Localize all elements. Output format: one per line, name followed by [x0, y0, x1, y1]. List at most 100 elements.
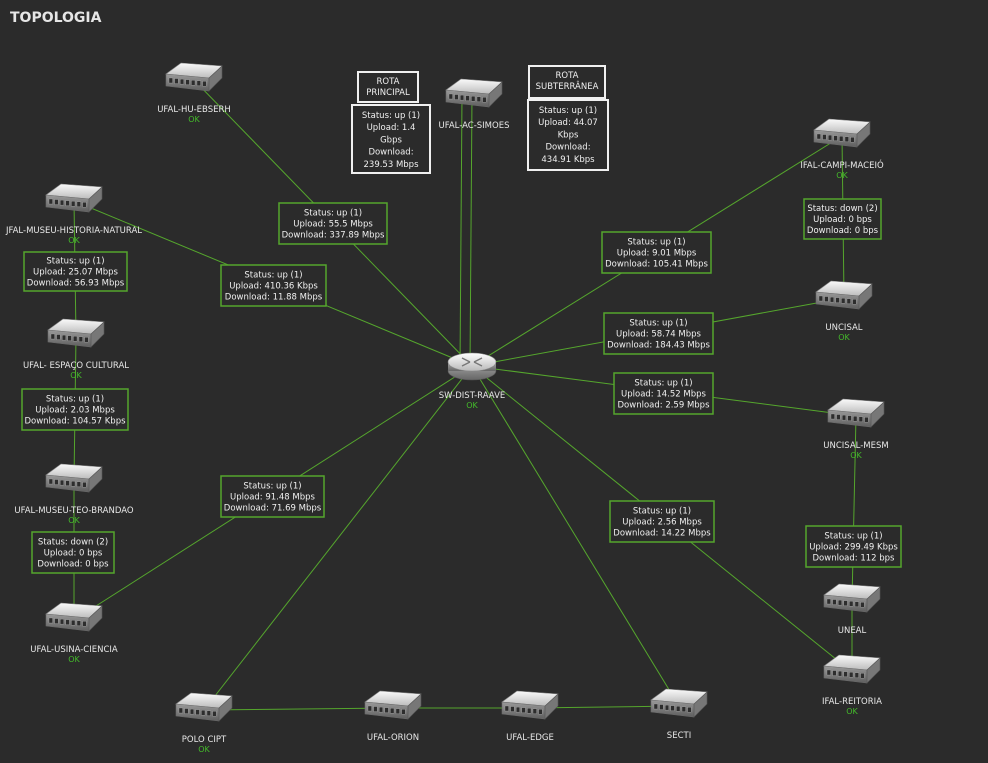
switch-node[interactable]: UNEAL	[823, 583, 881, 636]
link-stats-box[interactable]: Status: up (1)Upload: 299.49 KbpsDownloa…	[805, 525, 902, 568]
switch-port	[510, 706, 515, 712]
link-stats-frame	[23, 251, 128, 292]
link-status-text: Status: up (1)	[46, 394, 104, 404]
route-title-frame	[528, 65, 606, 99]
switch-node[interactable]: UFAL-AC-SIMOES	[439, 78, 510, 131]
switch-port	[832, 599, 837, 605]
switch-port	[687, 707, 692, 713]
switch-node[interactable]: UFAL-ORION	[364, 690, 422, 743]
link-line-l_acsimoes_a	[459, 95, 463, 367]
switch-port	[844, 136, 849, 142]
switch-port	[84, 337, 89, 343]
link-stats-box[interactable]: Status: up (1)Upload: 2.56 MbpsDownload:…	[609, 500, 715, 543]
link-upload-text: Upload: 2.56 Mbps	[622, 518, 702, 528]
switch-port	[471, 96, 476, 102]
link-stats-box[interactable]: Status: up (1)Upload: 58.74 MbpsDownload…	[603, 312, 714, 355]
switch-port	[390, 708, 395, 714]
node-label: IFAL-CAMPI-MACEIÓ	[800, 159, 884, 171]
switch-port	[48, 478, 53, 485]
link-stats-frame	[609, 500, 715, 543]
route-title: SUBTERRÂNEA	[536, 80, 599, 92]
node-status: OK	[68, 236, 80, 245]
switch-side	[90, 321, 105, 348]
switch-port	[67, 335, 72, 341]
link-stats-box[interactable]: Status: up (1)Upload: 14.52 MbpsDownload…	[613, 372, 714, 415]
switch-port	[178, 707, 183, 714]
link-download-text: Download: 337.89 Mbps	[282, 231, 385, 241]
switch-port	[48, 617, 53, 624]
switch-port	[681, 706, 686, 712]
switch-port	[676, 706, 681, 712]
switch-port	[858, 416, 863, 422]
link-stats-box[interactable]: Status: up (1)Upload: 410.36 KbpsDownloa…	[220, 264, 327, 307]
switch-port	[60, 618, 64, 625]
node-status: OK	[68, 655, 80, 664]
switch-port	[191, 80, 196, 86]
switch-port	[849, 601, 854, 607]
switch-port	[653, 703, 658, 710]
switch-port	[842, 414, 846, 421]
route-title: PRINCIPAL	[366, 88, 410, 98]
switch-side	[856, 121, 871, 148]
node-label: UFAL- ESPAÇO CULTURAL	[23, 361, 129, 371]
link-status-text: Status: up (1)	[243, 481, 301, 491]
link-status-text: Status: up (1)	[824, 531, 882, 541]
switch-icon	[445, 78, 503, 108]
link-stats-box[interactable]: Status: up (1)Upload: 91.48 MbpsDownload…	[220, 475, 325, 518]
switch-port	[818, 295, 823, 302]
switch-port	[670, 705, 675, 711]
link-stats-box[interactable]: Status: up (1)Upload: 9.01 MbpsDownload:…	[601, 231, 712, 274]
switch-port	[78, 336, 83, 342]
switch-port	[854, 672, 859, 678]
link-download-text: Download: 184.43 Mbps	[607, 341, 710, 351]
switch-node[interactable]: SECTI	[650, 688, 708, 741]
node-label: IFAL-REITORIA	[822, 697, 882, 707]
node-label: UNEAL	[838, 626, 867, 636]
router-arrow	[461, 357, 471, 363]
link-stats-box[interactable]: Status: up (1)Upload: 25.07 MbpsDownload…	[23, 251, 128, 292]
switch-port	[82, 621, 87, 627]
switch-port	[504, 705, 509, 712]
switch-port	[822, 134, 827, 140]
link-status-text: Status: up (1)	[634, 378, 692, 388]
switch-port	[826, 669, 831, 676]
switch-port	[50, 333, 55, 340]
link-stats-box[interactable]: Status: up (1)Upload: 2.03 MbpsDownload:…	[21, 388, 129, 431]
node-label: POLO CIPT	[182, 735, 227, 745]
switch-port	[73, 336, 78, 342]
switch-port	[202, 81, 207, 87]
switch-icon	[364, 690, 422, 720]
switch-port	[379, 706, 383, 713]
switch-port	[527, 708, 532, 714]
switch-port	[849, 672, 854, 678]
link-upload-text: Upload: 58.74 Mbps	[616, 330, 702, 340]
switch-side	[870, 401, 885, 428]
link-upload-text: Upload: 91.48 Mbps	[230, 493, 316, 503]
switch-port	[843, 671, 848, 677]
link-status-text: Status: down (2)	[38, 537, 108, 547]
switch-port	[65, 200, 70, 206]
route-stat-line: Status: up (1)	[539, 106, 597, 116]
link-stats-box[interactable]: Status: up (1)Upload: 55.5 MbpsDownload:…	[278, 202, 388, 245]
link-stats-frame	[220, 475, 325, 518]
switch-port	[56, 334, 61, 340]
route-stat-line: Download:	[545, 143, 590, 153]
switch-port	[835, 297, 840, 303]
switch-port	[54, 618, 59, 624]
switch-node[interactable]: UFAL-EDGE	[501, 690, 559, 743]
